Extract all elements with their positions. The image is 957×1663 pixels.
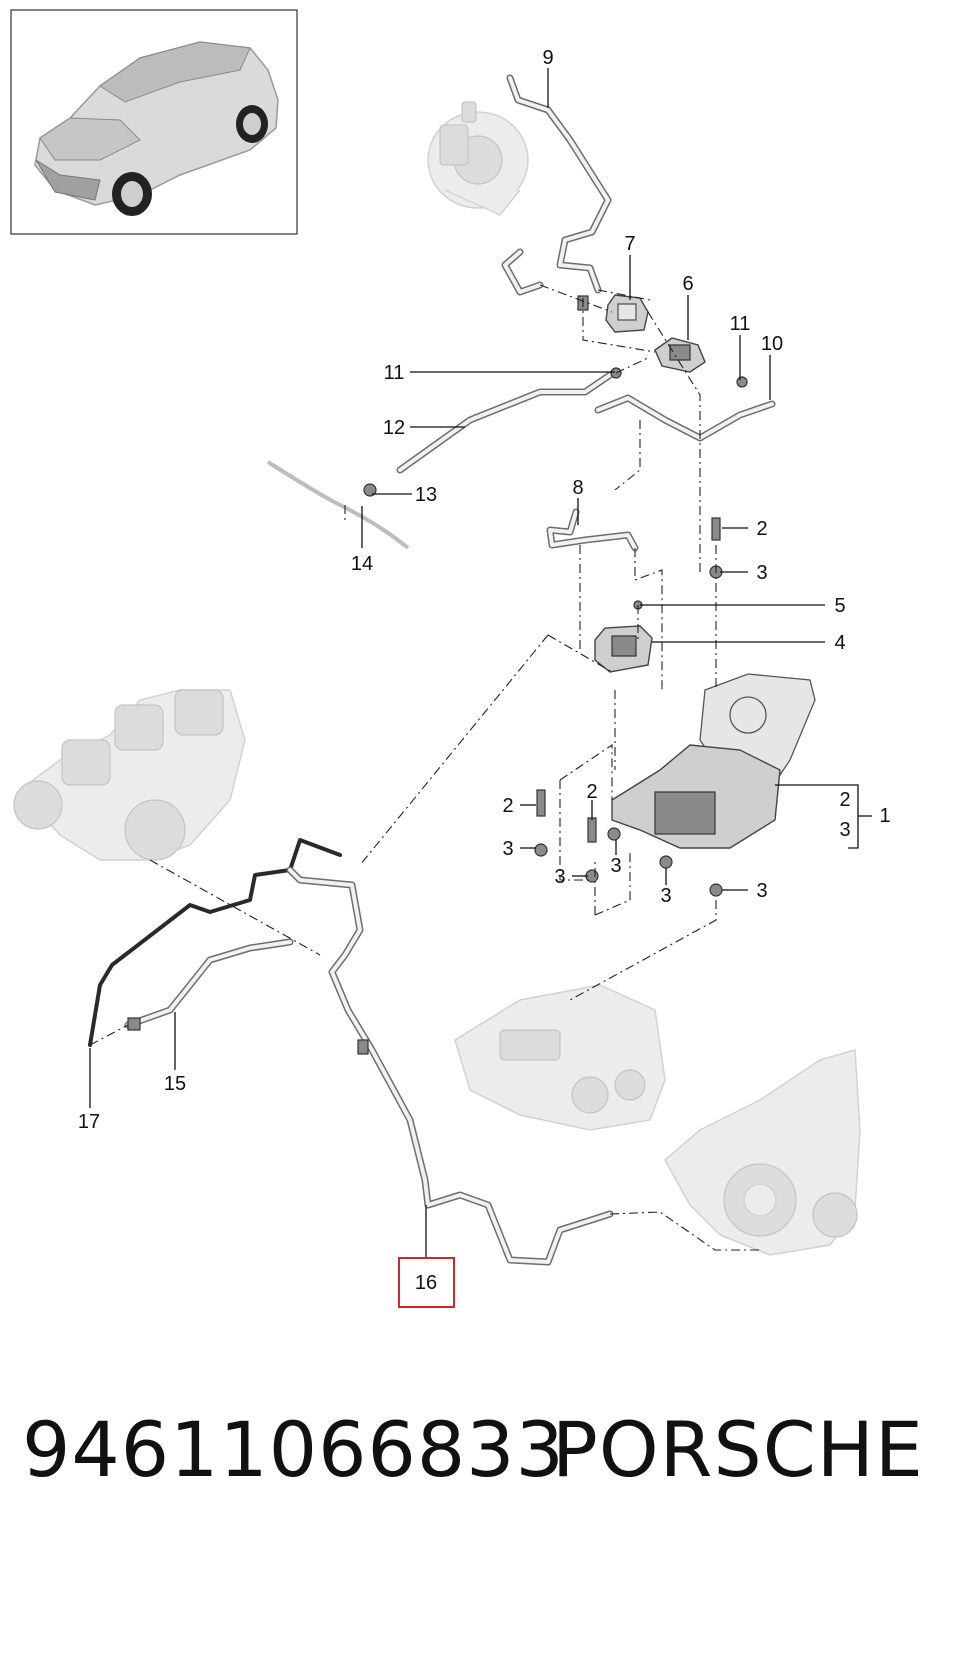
callout-3-bracket: 3: [839, 819, 850, 841]
callout-17: 17: [78, 1111, 100, 1133]
callout-3-upper: 3: [756, 562, 767, 584]
turbocharger-left-ghost: [13, 689, 246, 861]
pipe-17: [88, 838, 342, 1047]
callout-15: 15: [164, 1073, 186, 1095]
callout-2-left: 2: [502, 795, 513, 817]
callout-5: 5: [834, 595, 845, 617]
callout-7: 7: [624, 233, 635, 255]
callout-6: 6: [682, 273, 693, 295]
bracket-7: [605, 294, 649, 333]
brake-vacuum-line-ghost: [266, 460, 410, 550]
pipe-15: [124, 938, 294, 1029]
pipe-9: [501, 74, 612, 296]
highlighted-callout-16[interactable]: 16: [398, 1257, 455, 1308]
callout-3-right: 3: [756, 880, 767, 902]
callout-3-center: 3: [660, 885, 671, 907]
callout-12: 12: [383, 417, 405, 439]
brand-name: PORSCHE: [552, 1405, 924, 1494]
callout-8: 8: [572, 477, 583, 499]
control-unit-assembly-1: [611, 673, 816, 849]
callout-14: 14: [351, 553, 373, 575]
leader-lines: [89, 68, 872, 1258]
part-number: 94611066833: [22, 1405, 565, 1494]
callout-3-mid-left: 3: [554, 866, 565, 888]
pipe-8: [546, 508, 639, 552]
callout-10: 10: [761, 333, 783, 355]
turbocharger-right-ghost: [664, 1049, 861, 1256]
caption-bar: 94611066833 PORSCHE: [0, 1395, 957, 1505]
callout-3-left: 3: [502, 838, 513, 860]
callout-11-right: 11: [730, 313, 751, 335]
callout-11-left: 11: [384, 362, 405, 384]
callout-3-mid: 3: [610, 855, 621, 877]
callout-2-bracket: 2: [839, 789, 850, 811]
callout-2-mid: 2: [586, 781, 597, 803]
suv-car-icon: [34, 41, 279, 216]
callout-16: 16: [415, 1272, 437, 1294]
engine-block-ghost: [454, 984, 666, 1131]
callout-4: 4: [834, 632, 845, 654]
pressure-converter-4: [594, 625, 653, 673]
callout-labels: 9 7 6 11 10 11 12 13 14 8 2 3 5 4 2 3 1 …: [78, 47, 891, 1133]
pipe-12: [396, 371, 614, 474]
pipe-16: [286, 866, 614, 1266]
pipe-10: [594, 394, 776, 442]
vehicle-locator-inset: [10, 9, 298, 235]
callout-13: 13: [415, 484, 437, 506]
callout-1: 1: [879, 805, 890, 827]
vacuum-pump-ghost: [427, 101, 529, 216]
assembly-lines: [89, 284, 760, 1251]
exploded-parts-diagram: 9 7 6 11 10 11 12 13 14 8 2 3 5 4 2 3 1 …: [10, 9, 891, 1308]
pressure-converter-6: [654, 337, 706, 373]
callout-2-upper: 2: [756, 518, 767, 540]
callout-9: 9: [542, 47, 553, 69]
